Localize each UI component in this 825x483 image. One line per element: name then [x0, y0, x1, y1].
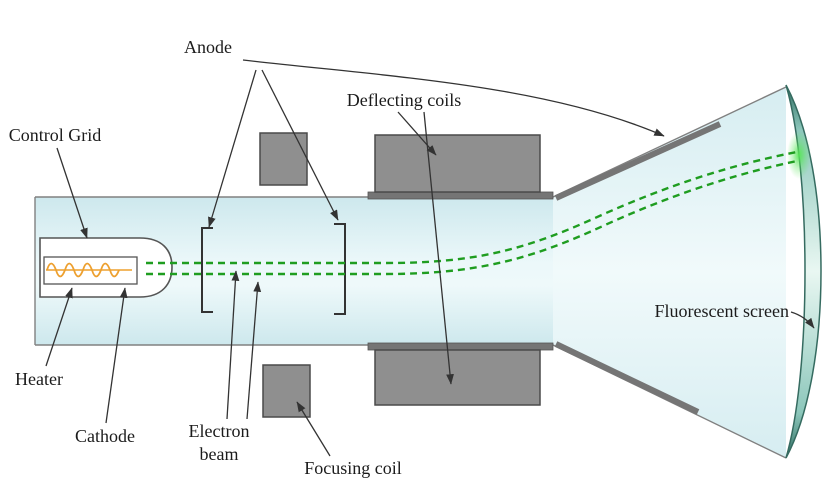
arrow-deflecting-bottom-coil	[423, 111, 454, 385]
label-anode: Anode	[184, 37, 232, 57]
anode-bracket-left	[201, 227, 213, 313]
bottom-plate	[367, 342, 554, 351]
arrow-electron-beam-left	[226, 270, 240, 420]
arrow-anode-left-bracket	[208, 69, 257, 228]
deflecting-coil-top	[374, 134, 541, 193]
label-fluorescent-screen: Fluorescent screen	[655, 301, 789, 321]
fluorescent-screen-shape	[785, 84, 822, 459]
label-electron-beam-line2: beam	[200, 444, 239, 464]
top-plate	[367, 191, 554, 200]
focusing-coil-bottom	[262, 364, 311, 418]
label-cathode: Cathode	[75, 426, 135, 446]
label-deflecting-coils: Deflecting coils	[347, 90, 461, 110]
arrow-focusing-coil	[296, 401, 331, 457]
label-control-grid: Control Grid	[9, 125, 102, 145]
arrow-control-grid	[56, 147, 88, 239]
beam-path-lower	[146, 159, 798, 276]
focusing-coil-top	[259, 132, 308, 186]
arrow-deflecting-top-coil	[397, 111, 437, 156]
anode-bracket-right	[334, 223, 346, 315]
arrow-anode-funnel-coating	[242, 59, 665, 137]
arrow-cathode	[105, 287, 128, 424]
arrow-anode-right-bracket	[261, 69, 339, 221]
arrow-heater	[45, 287, 73, 367]
beam-path-upper	[146, 150, 798, 265]
arrow-fluorescent-screen	[790, 311, 815, 329]
funnel-coating-bottom	[554, 341, 700, 415]
label-heater: Heater	[15, 369, 63, 389]
crt-funnel	[553, 87, 786, 458]
label-focusing-coil: Focusing coil	[304, 458, 402, 478]
funnel-coating-top	[554, 121, 722, 201]
beam-glow	[787, 131, 811, 179]
arrow-electron-beam-right	[246, 281, 262, 420]
deflecting-coil-bottom	[374, 349, 541, 406]
label-electron-beam-line1: Electron	[189, 421, 250, 441]
heater-filament	[46, 262, 120, 278]
